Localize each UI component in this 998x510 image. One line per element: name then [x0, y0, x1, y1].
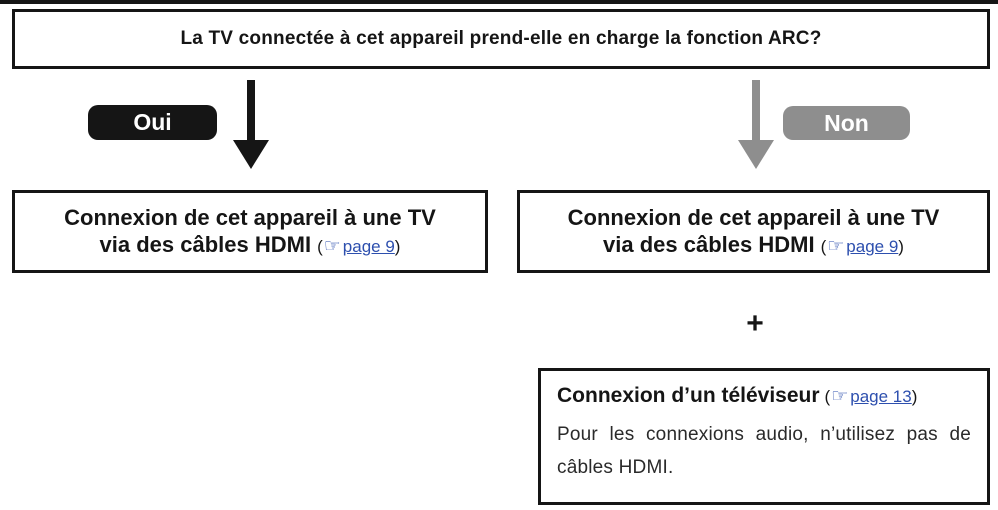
- hdmi-right-title-line2: via des câbles HDMI: [603, 232, 815, 258]
- page-13-link[interactable]: page 13: [850, 387, 912, 406]
- paren-close: ): [394, 237, 401, 257]
- hdmi-connection-box-left: Connexion de cet appareil à une TV via d…: [12, 190, 488, 273]
- pointing-hand-icon: ☞: [831, 385, 849, 407]
- question-text: La TV connectée à cet appareil prend-ell…: [180, 28, 822, 49]
- paren-open: (: [317, 237, 323, 257]
- hdmi-left-page-ref: (☞page 9): [317, 235, 400, 259]
- hdmi-right-page-ref: (☞page 9): [821, 235, 904, 259]
- paren-close: ): [898, 237, 904, 257]
- tv-box-body: Pour les connexions audio, n’utilisez pa…: [557, 424, 971, 478]
- plus-sign: +: [746, 307, 764, 340]
- paren-open: (: [820, 237, 827, 257]
- paren-close: ): [911, 387, 918, 406]
- page-9-link-left[interactable]: page 9: [342, 237, 395, 257]
- hdmi-left-title-line2: via des câbles HDMI: [99, 232, 312, 258]
- tv-box-page-ref: (☞page 13): [825, 385, 918, 407]
- no-badge-label: Non: [824, 109, 869, 136]
- hdmi-right-title-line1: Connexion de cet appareil à une TV: [567, 204, 940, 230]
- paren-open: (: [824, 387, 831, 406]
- pointing-hand-icon: ☞: [827, 235, 845, 258]
- no-badge: Non: [783, 106, 910, 140]
- tv-box-title: Connexion d’un téléviseur: [557, 384, 820, 407]
- tv-connection-box: Connexion d’un téléviseur (☞page 13) Pou…: [538, 368, 990, 505]
- yes-badge-label: Oui: [133, 109, 172, 135]
- no-down-arrow-icon: [752, 80, 760, 140]
- hdmi-connection-box-right: Connexion de cet appareil à une TV via d…: [517, 190, 990, 273]
- question-box: La TV connectée à cet appareil prend-ell…: [12, 9, 990, 69]
- hdmi-left-title-line1: Connexion de cet appareil à une TV: [64, 204, 436, 230]
- yes-badge: Oui: [88, 105, 217, 140]
- page-9-link-right[interactable]: page 9: [846, 237, 899, 257]
- yes-down-arrow-icon: [247, 80, 255, 140]
- yes-down-arrowhead-icon: [233, 140, 269, 169]
- pointing-hand-icon: ☞: [323, 235, 341, 258]
- page-top-rule: [0, 0, 998, 4]
- no-down-arrowhead-icon: [738, 140, 774, 169]
